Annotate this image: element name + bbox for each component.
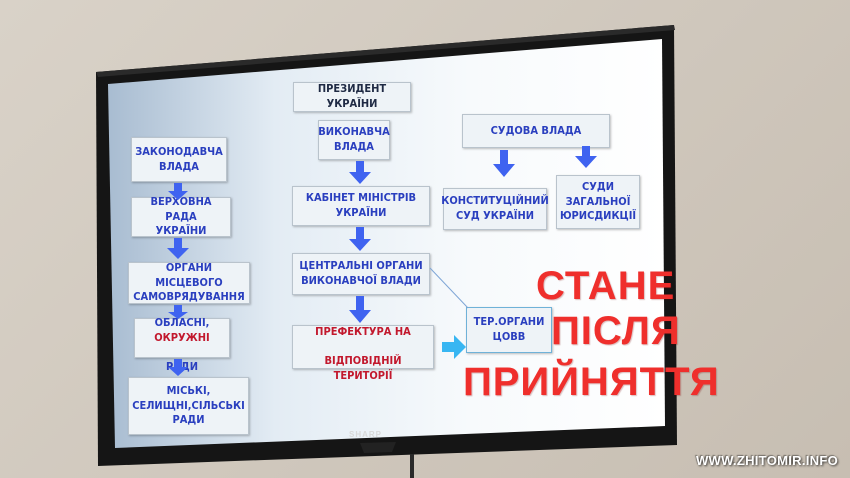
site-watermark: WWW.ZHITOMIR.INFO <box>695 453 838 468</box>
ter-organs-label: ТЕР.ОРГАНИ ЦОВВ <box>473 315 545 343</box>
regional-councils-box: ОБЛАСНІ, ОКРУЖНІ РАДИ <box>134 316 230 373</box>
general-courts-label: СУДИ ЗАГАЛЬНОЇ ЮРИСДИКЦІЇ <box>559 179 637 223</box>
connector-central-ter <box>429 267 469 309</box>
constitutional-court-label: КОНСТИТУЦІЙНИЙ СУД УКРАЇНИ <box>441 194 549 222</box>
ter-organs-box: ТЕР.ОРГАНИ ЦОВВ <box>466 307 552 353</box>
arrow-judicial-left-down <box>493 150 515 177</box>
executive-branch-label: ВИКОНАВЧА ВЛАДА <box>318 125 390 153</box>
central-executive-bodies-box: ЦЕНТРАЛЬНІ ОРГАНИ ВИКОНАВЧОЇ ВЛАДИ <box>292 253 430 295</box>
general-courts-box: СУДИ ЗАГАЛЬНОЇ ЮРИСДИКЦІЇ <box>556 175 640 229</box>
prefecture-label: ПРЕФЕКТУРА НА ВІДПОВІДНІЙ ТЕРИТОРІЇ <box>297 310 429 384</box>
regional-councils-okruzhni: ОКРУЖНІ <box>154 330 210 344</box>
president-box: ПРЕЗИДЕНТ УКРАЇНИ <box>293 82 411 112</box>
local-self-government-box: ОРГАНИ МІСЦЕВОГО САМОВРЯДУВАННЯ <box>128 260 250 304</box>
arrow-prefecture-right <box>442 335 466 359</box>
headline-line-2: ПІСЛЯ <box>551 309 681 353</box>
prefecture-box: ПРЕФЕКТУРА НА ВІДПОВІДНІЙ ТЕРИТОРІЇ <box>292 325 434 382</box>
headline-line-1: СТАНЕ <box>536 264 676 308</box>
legislative-branch-label: ЗАКОНОДАВЧА ВЛАДА <box>135 144 223 173</box>
judicial-branch-box: СУДОВА ВЛАДА <box>462 114 610 148</box>
constitutional-court-box: КОНСТИТУЦІЙНИЙ СУД УКРАЇНИ <box>441 188 549 230</box>
regional-councils-label: ОБЛАСНІ, ОКРУЖНІ РАДИ <box>139 301 225 375</box>
verkhovna-rada-box: ВЕРХОВНА РАДА УКРАЇНИ <box>131 194 231 238</box>
arrow-central-down <box>349 296 371 323</box>
arrow-selfgov-down <box>168 305 188 319</box>
verkhovna-rada-label: ВЕРХОВНА РАДА УКРАЇНИ <box>150 194 212 238</box>
arrow-rada-down <box>167 238 189 259</box>
president-label: ПРЕЗИДЕНТ УКРАЇНИ <box>317 82 387 110</box>
cabinet-of-ministers-label: КАБІНЕТ МІНІСТРІВ УКРАЇНИ <box>305 191 417 219</box>
judicial-branch-label: СУДОВА ВЛАДА <box>490 123 582 137</box>
city-village-councils-label: МІСЬКІ, СЕЛИЩНІ,СІЛЬСЬКІ РАДИ <box>132 383 245 427</box>
arrow-legislative-down <box>168 183 188 200</box>
arrow-cabinet-down <box>349 227 371 251</box>
arrow-regional-down <box>168 359 188 376</box>
legislative-branch-box: ЗАКОНОДАВЧА ВЛАДА <box>131 137 227 182</box>
headline-line-3: ПРИЙНЯТТЯ <box>463 360 720 404</box>
arrow-judicial-right-down <box>575 146 597 168</box>
arrow-executive-down <box>349 161 371 184</box>
prefecture-line2: ВІДПОВІДНІЙ ТЕРИТОРІЇ <box>324 354 402 383</box>
central-executive-bodies-label: ЦЕНТРАЛЬНІ ОРГАНИ ВИКОНАВЧОЇ ВЛАДИ <box>299 259 423 287</box>
executive-branch-box: ВИКОНАВЧА ВЛАДА <box>318 120 390 160</box>
regional-councils-oblast: ОБЛАСНІ, <box>154 315 210 329</box>
prefecture-line1: ПРЕФЕКТУРА НА <box>315 324 411 338</box>
local-self-government-label: ОРГАНИ МІСЦЕВОГО САМОВРЯДУВАННЯ <box>133 260 245 304</box>
tv-brand-logo: SHARP <box>349 430 383 439</box>
city-village-councils-box: МІСЬКІ, СЕЛИЩНІ,СІЛЬСЬКІ РАДИ <box>128 377 249 435</box>
cabinet-of-ministers-box: КАБІНЕТ МІНІСТРІВ УКРАЇНИ <box>292 186 430 226</box>
